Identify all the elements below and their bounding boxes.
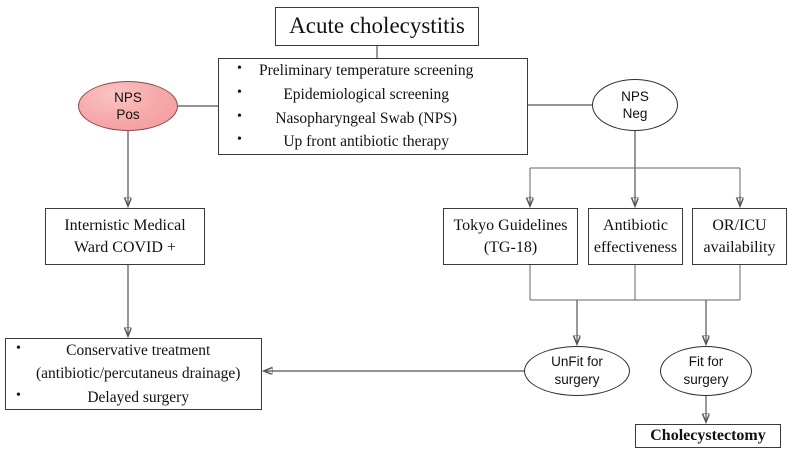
list-item-line2: (antibiotic/percutaneus drainage)	[36, 365, 241, 383]
node-label-line2: Ward COVID +	[74, 238, 176, 256]
node-label-wrap: Antibiotic effectiveness	[594, 215, 677, 258]
node-label-wrap: NPS Neg	[621, 88, 649, 123]
node-label-line2: surgery	[554, 372, 600, 387]
node-label-wrap: Tokyo Guidelines (TG-18)	[454, 215, 568, 258]
list-item: Preliminary temperature screening	[237, 58, 473, 83]
node-label-line1: Antibiotic	[603, 216, 668, 234]
node-label-line1: Internistic Medical	[64, 216, 186, 234]
list-item: Conservative treatment (antibiotic/percu…	[14, 338, 241, 386]
node-label: Acute cholecystitis	[289, 13, 465, 39]
node-nps-negative: NPS Neg	[592, 79, 678, 131]
node-label-line2: surgery	[683, 372, 729, 387]
node-label-wrap: Fit for surgery	[683, 353, 728, 388]
node-label-line1: Fit for	[688, 354, 724, 370]
node-label-line1: UnFit for	[551, 354, 603, 370]
node-label-wrap: UnFit for surgery	[551, 353, 603, 388]
list-item: Nasopharyngeal Swab (NPS)	[237, 106, 473, 131]
node-label-line2: Neg	[622, 106, 648, 121]
node-label-wrap: Internistic Medical Ward COVID +	[64, 215, 185, 258]
node-label-line2: (TG-18)	[483, 238, 538, 256]
node-label-line2: effectiveness	[593, 238, 678, 256]
node-unfit-for-surgery: UnFit for surgery	[524, 346, 630, 396]
list-item: Epidemiological screening	[237, 82, 473, 107]
node-tokyo-guidelines: Tokyo Guidelines (TG-18)	[443, 208, 578, 265]
node-label-line1: NPS	[621, 88, 649, 104]
node-internistic-medical-ward: Internistic Medical Ward COVID +	[45, 208, 205, 265]
list-item: Delayed surgery	[14, 385, 240, 409]
node-label-wrap: NPS Pos	[114, 89, 142, 124]
node-screening-steps: Preliminary temperature screening Epidem…	[218, 58, 528, 155]
list-item: Up front antibiotic therapy	[237, 129, 473, 154]
node-label-line1: OR/ICU	[712, 216, 767, 234]
node-nps-positive: NPS Pos	[78, 81, 178, 131]
node-acute-cholecystitis: Acute cholecystitis	[275, 7, 479, 46]
conservative-list: Conservative treatment (antibiotic/percu…	[6, 338, 241, 409]
node-fit-for-surgery: Fit for surgery	[660, 346, 752, 396]
node-label-line1: Tokyo Guidelines	[453, 216, 568, 234]
node-label-line1: NPS	[114, 89, 142, 105]
node-label-line2: Pos	[116, 107, 140, 122]
node-label-wrap: OR/ICU availability	[704, 215, 776, 258]
node-cholecystectomy: Cholecystectomy	[635, 424, 781, 448]
list-item-line1: Conservative treatment	[66, 342, 211, 360]
screening-list: Preliminary temperature screening Epidem…	[219, 58, 473, 154]
node-or-icu-availability: OR/ICU availability	[692, 208, 787, 265]
node-label: Cholecystectomy	[650, 427, 766, 444]
node-label-line2: availability	[703, 238, 776, 256]
node-conservative-treatment: Conservative treatment (antibiotic/percu…	[5, 338, 262, 410]
node-antibiotic-effectiveness: Antibiotic effectiveness	[588, 208, 683, 265]
